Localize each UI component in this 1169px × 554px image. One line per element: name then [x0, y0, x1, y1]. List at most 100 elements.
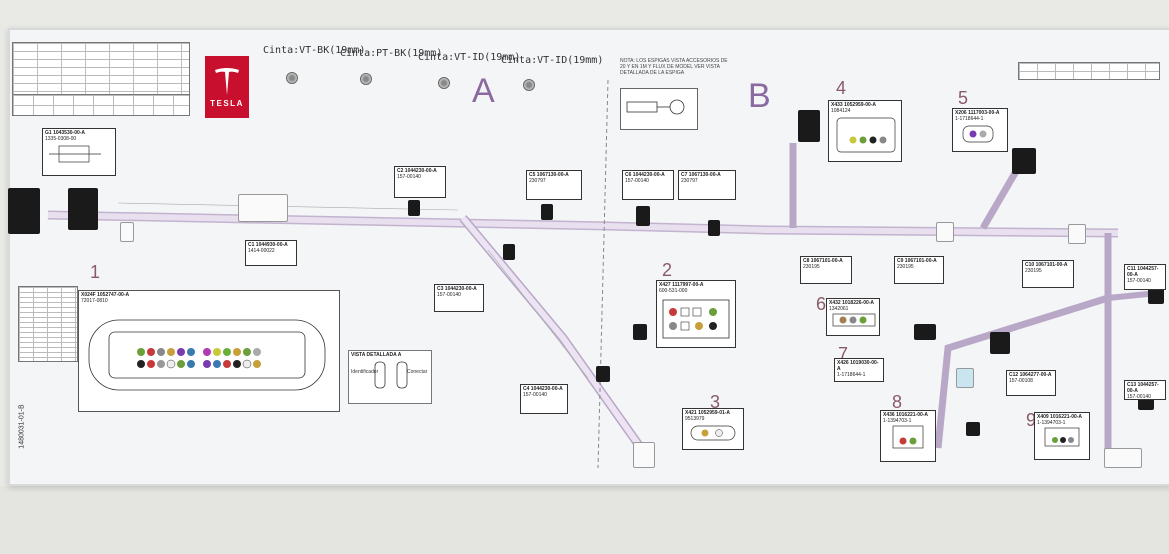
- card-x433-sub: 1084124: [831, 108, 851, 114]
- card-x409: X409 1016221-00-A 1-1394703-1: [1034, 412, 1090, 460]
- card-x409-sub: 1-1394703-1: [1037, 420, 1066, 426]
- card-c11-sub: 157-00140: [1127, 278, 1151, 284]
- grommet-drawing-icon: [49, 145, 101, 163]
- spigot-drawing-icon: [626, 99, 685, 115]
- card-c9-id: C9: [897, 258, 904, 264]
- left-end-connector[interactable]: [8, 188, 40, 234]
- card-c10-pn: 1067101-00-A: [1035, 262, 1068, 268]
- card-x433: X433 1052959-00-A 1084124: [828, 100, 902, 162]
- card-c11-id: C11: [1127, 266, 1136, 272]
- card-c2-id: C2: [397, 168, 404, 174]
- card-c9: C9 1067101-00-A 230195: [894, 256, 944, 284]
- card-g1-pn: 1043530-00-A: [53, 130, 86, 136]
- card-c7-sub: 230797: [681, 178, 698, 184]
- x421-white-connector[interactable]: [633, 442, 655, 468]
- card-c9-sub: 230195: [897, 264, 914, 270]
- card-g1: G1 1043530-00-A 1335-0308-00: [42, 128, 116, 176]
- card-c13-pn: 1044257-00-A: [1127, 382, 1159, 394]
- spigot-detail-card: [620, 88, 698, 130]
- x024f-connector-face-drawing: [88, 319, 326, 391]
- c2-clip[interactable]: [408, 200, 420, 216]
- card-c12-pn: 1064277-00-A: [1019, 372, 1052, 378]
- position-number-7: 7: [838, 344, 849, 364]
- card-c7: C7 1067130-00-A 230797: [678, 170, 736, 200]
- tape-hook-2[interactable]: [360, 73, 372, 85]
- position-number-6: 6: [816, 294, 827, 314]
- card-x024f-id: X024F: [81, 292, 96, 298]
- c7-clip[interactable]: [708, 220, 720, 236]
- x432-connector-face-drawing: [832, 313, 876, 327]
- card-c6-sub: 157-00140: [625, 178, 649, 184]
- left-white-clip[interactable]: [120, 222, 134, 242]
- white-bracket-assembly[interactable]: [238, 194, 288, 222]
- card-x024f-pn: 1052747-00-A: [97, 292, 130, 298]
- card-x427-pn: 1117997-00-A: [672, 282, 704, 288]
- position-number-1: 1: [90, 262, 101, 282]
- vista-left-label: Identificador: [351, 369, 379, 375]
- x409-connector-face-drawing: [1044, 427, 1080, 447]
- tape-hook-1[interactable]: [286, 72, 298, 84]
- card-x024f: X024F 1052747-00-A 72017-0810: [78, 290, 340, 412]
- card-x436-pn: 1016221-00-A: [896, 412, 929, 418]
- c13-connector[interactable]: [1138, 398, 1154, 410]
- card-c8-sub: 230195: [803, 264, 820, 270]
- card-c1-pn: 1044930-00-A: [255, 242, 288, 248]
- c11-connector[interactable]: [1148, 288, 1164, 304]
- x436-connector[interactable]: [966, 422, 980, 436]
- card-c10: C10 1067101-00-A 230195: [1022, 260, 1074, 288]
- card-c13: C13 1044257-00-A 157-00140: [1124, 380, 1166, 400]
- c6-clip[interactable]: [636, 206, 650, 226]
- x206-connector[interactable]: [1012, 148, 1036, 174]
- card-c2-pn: 1044230-00-A: [404, 168, 437, 174]
- card-x206-id: X206: [955, 110, 967, 116]
- tesla-logo: TESLA: [205, 56, 249, 118]
- trunk-white-clip-1[interactable]: [936, 222, 954, 242]
- diag-clip-1[interactable]: [503, 244, 515, 260]
- revision-table: [12, 94, 190, 116]
- x206-connector-face-drawing: [962, 125, 994, 143]
- card-g1-sub: 1335-0308-00: [45, 136, 77, 142]
- card-x433-pn: 1052959-00-A: [844, 102, 877, 108]
- diag-clip-2[interactable]: [596, 366, 610, 382]
- card-c6-pn: 1044230-00-A: [632, 172, 665, 178]
- position-number-8: 8: [892, 392, 903, 412]
- card-x024f-sub: 72017-0810: [81, 298, 108, 304]
- x433-connector[interactable]: [798, 110, 820, 142]
- tape-label-1: Cinta:VT-BK(19mm): [263, 45, 366, 56]
- x427-connector-face-drawing: [662, 299, 730, 339]
- card-c12-id: C12: [1009, 372, 1019, 378]
- card-x409-id: X409: [1037, 414, 1049, 420]
- card-c1-id: C1: [248, 242, 255, 248]
- card-x421: X421 1052959-01-A 9513979: [682, 408, 744, 450]
- card-c8-pn: 1067101-00-A: [810, 258, 843, 264]
- x432-connector[interactable]: [990, 332, 1010, 354]
- card-c12-sub: 157-00108: [1009, 378, 1033, 384]
- x409-white-connector[interactable]: [1104, 448, 1142, 468]
- c5-clip[interactable]: [541, 204, 553, 220]
- card-x421-id: X421: [685, 410, 697, 416]
- card-c3: C3 1044230-00-A 157-00140: [434, 284, 484, 312]
- card-x206: X206 1117003-00-A 1-1718644-1: [952, 108, 1008, 152]
- card-c8: C8 1067101-00-A 230195: [800, 256, 852, 284]
- section-letter-a: A: [472, 72, 495, 110]
- blue-clip[interactable]: [956, 368, 974, 388]
- vista-detallada-card: VISTA DETALLADA A Identificador Conectar: [348, 350, 432, 404]
- harness-formboard: TESLA Cinta:VT-BK(19mm) Cinta:PT-BK(19mm…: [8, 28, 1169, 486]
- card-c13-sub: 157-00140: [1127, 394, 1151, 400]
- card-x427: X427 1117997-00-A 600-531-000: [656, 280, 736, 348]
- card-c12: C12 1064277-00-A 157-00108: [1006, 370, 1056, 396]
- card-c1: C1 1044930-00-A 1414-00022: [245, 240, 297, 266]
- card-x426-sub: 1-1718644-1: [837, 372, 866, 378]
- tape-hook-3[interactable]: [438, 77, 450, 89]
- trunk-white-clip-2[interactable]: [1068, 224, 1086, 244]
- x427-connector[interactable]: [633, 324, 647, 340]
- card-c6-id: C6: [625, 172, 632, 178]
- x426-connector[interactable]: [914, 324, 936, 340]
- card-c3-pn: 1044230-00-A: [444, 286, 477, 292]
- tape-hook-4[interactable]: [523, 79, 535, 91]
- card-c3-sub: 157-00140: [437, 292, 461, 298]
- tesla-t-icon: [215, 67, 239, 95]
- left-clamp-connector[interactable]: [68, 188, 98, 230]
- card-c6: C6 1044230-00-A 157-00140: [622, 170, 674, 200]
- card-c10-id: C10: [1025, 262, 1035, 268]
